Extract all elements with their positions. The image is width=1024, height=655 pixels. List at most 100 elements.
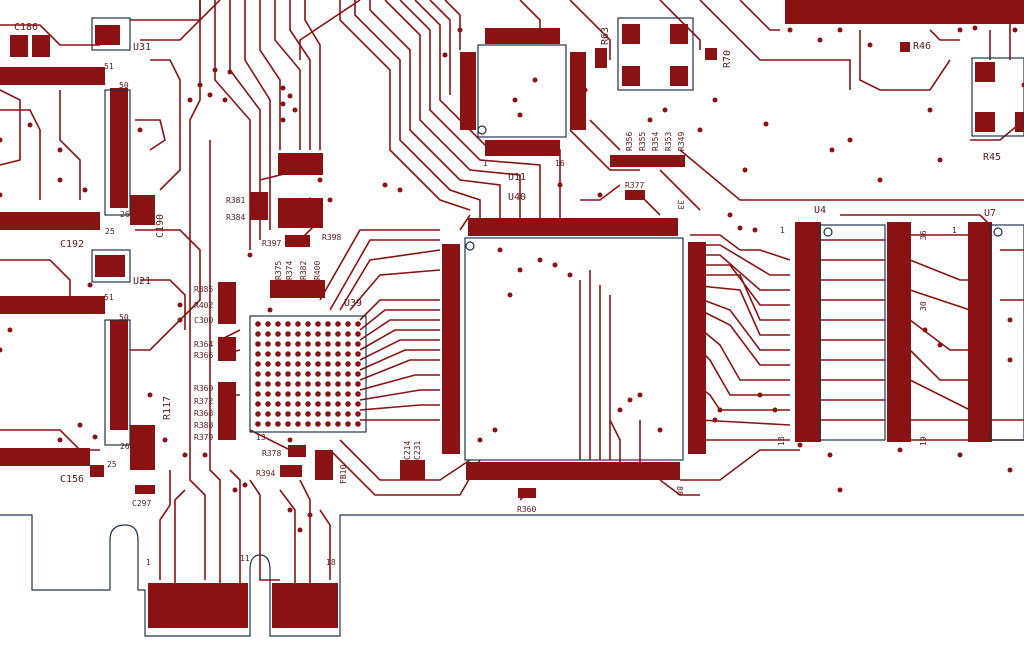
ref-r360: R360 [517, 505, 536, 514]
pin-u4-30: 30 [919, 301, 928, 311]
via [280, 85, 286, 91]
via [182, 452, 188, 458]
via [147, 392, 153, 398]
via [57, 147, 63, 153]
via [197, 82, 203, 88]
via [837, 27, 843, 33]
bga-ball [265, 371, 271, 377]
ref-r398: R398 [322, 233, 341, 242]
via [937, 157, 943, 163]
bga-ball [275, 361, 281, 367]
via [897, 447, 903, 453]
via [517, 267, 523, 273]
ref-r402: R402 [194, 301, 213, 310]
bga-ball [355, 381, 361, 387]
via [829, 147, 835, 153]
bga-ball [305, 361, 311, 367]
bga-ball [345, 321, 351, 327]
vias [0, 25, 1024, 533]
bga-ball [315, 411, 321, 417]
ref-r381: R381 [226, 196, 245, 205]
bga-ball [255, 351, 261, 357]
via [582, 87, 588, 93]
ref-u39: U39 [344, 298, 362, 309]
bga-ball [265, 361, 271, 367]
via [1007, 357, 1013, 363]
bga-ball [285, 361, 291, 367]
ref-u11: U11 [508, 172, 526, 183]
bga-ball [285, 321, 291, 327]
bga-ball [285, 351, 291, 357]
via [177, 317, 183, 323]
bga-ball [285, 411, 291, 417]
bga-ball [315, 331, 321, 337]
bga-ball [355, 391, 361, 397]
bga-ball [255, 421, 261, 427]
bga-ball [315, 371, 321, 377]
pin-u40-88: 88 [675, 486, 684, 496]
via [280, 117, 286, 123]
via [227, 69, 233, 75]
via [222, 97, 228, 103]
via [712, 97, 718, 103]
bga-ball [305, 381, 311, 387]
via [497, 247, 503, 253]
ref-r70: R70 [722, 50, 733, 68]
bga-ball [295, 411, 301, 417]
pin-50a: 50 [119, 81, 129, 90]
via [287, 437, 293, 443]
bga-ball [265, 381, 271, 387]
bga-ball [275, 331, 281, 337]
bga-ball [335, 371, 341, 377]
ref-r375: R375 [274, 261, 283, 280]
bga-ball [335, 421, 341, 427]
via [247, 252, 253, 258]
via [137, 127, 143, 133]
via [597, 192, 603, 198]
pin-25a: 25 [105, 227, 115, 236]
ref-r382: R382 [299, 261, 308, 280]
via [657, 427, 663, 433]
via [957, 452, 963, 458]
bga-ball [265, 321, 271, 327]
bga-ball [345, 361, 351, 367]
bga-ball [355, 351, 361, 357]
bga-ball [355, 411, 361, 417]
bga-ball [345, 331, 351, 337]
via [307, 197, 313, 203]
bga-ball [305, 391, 311, 397]
via [712, 417, 718, 423]
bga-ball [325, 351, 331, 357]
via [512, 97, 518, 103]
via [717, 407, 723, 413]
via [92, 434, 98, 440]
via [382, 182, 388, 188]
bga-ball [345, 421, 351, 427]
via [57, 177, 63, 183]
bga-ball [255, 321, 261, 327]
bga-ball [285, 391, 291, 397]
ref-r46: R46 [913, 41, 931, 52]
via [772, 407, 778, 413]
bga-ball [315, 341, 321, 347]
via [267, 307, 273, 313]
ref-r63: R63 [600, 27, 611, 45]
via [557, 182, 563, 188]
via [567, 272, 573, 278]
ref-r369: R369 [194, 384, 213, 393]
via [287, 507, 293, 513]
via [787, 27, 793, 33]
bga-ball [335, 351, 341, 357]
via [57, 437, 63, 443]
bga-ball [325, 401, 331, 407]
bga-ball [255, 341, 261, 347]
ref-c192: C192 [60, 239, 84, 250]
bga-ball [335, 361, 341, 367]
via [837, 487, 843, 493]
bga-ball [295, 381, 301, 387]
ref-u31: U31 [133, 42, 151, 53]
via [627, 397, 633, 403]
via [662, 107, 668, 113]
bga-ball [305, 351, 311, 357]
